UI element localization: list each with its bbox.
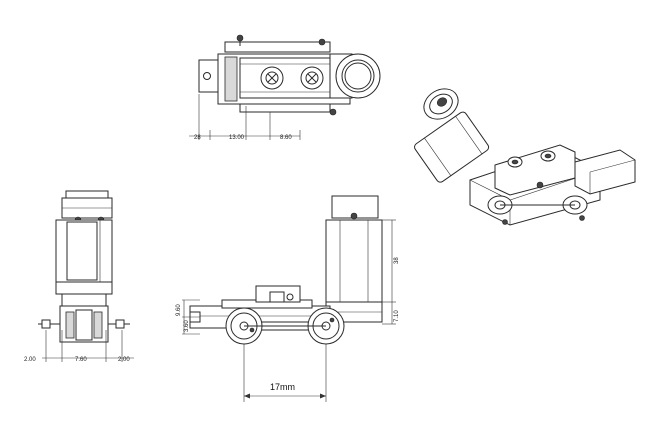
side-view: 9.60 3.60 38 7.10 17mm — [176, 195, 400, 402]
side-dim-low: 7.10 — [394, 310, 400, 322]
top-dim-c: 8.60 — [280, 135, 292, 141]
top-view: 28 13.00 8.60 — [189, 34, 381, 141]
side-dim-9-60: 9.60 — [176, 304, 182, 316]
end-dim-left: 2.00 — [24, 357, 36, 363]
top-dim-b: 13.00 — [229, 135, 245, 141]
top-rail — [224, 41, 331, 53]
top-dim-a: 28 — [194, 135, 201, 141]
end-view: 2.00 7.60 2.00 — [24, 190, 134, 363]
side-dim-3-60: 3.60 — [184, 320, 190, 332]
iso-gearbox — [574, 149, 636, 195]
end-dim-mid: 7.60 — [75, 357, 87, 363]
side-motor-body — [325, 219, 383, 303]
side-dim-motor: 38 — [394, 257, 400, 264]
iso-motor-body — [414, 111, 490, 183]
isometric-view — [414, 88, 636, 226]
end-dim-right: 2.00 — [118, 357, 130, 363]
top-motor-disc — [335, 53, 381, 99]
wheelbase-label: 17mm — [270, 382, 295, 392]
